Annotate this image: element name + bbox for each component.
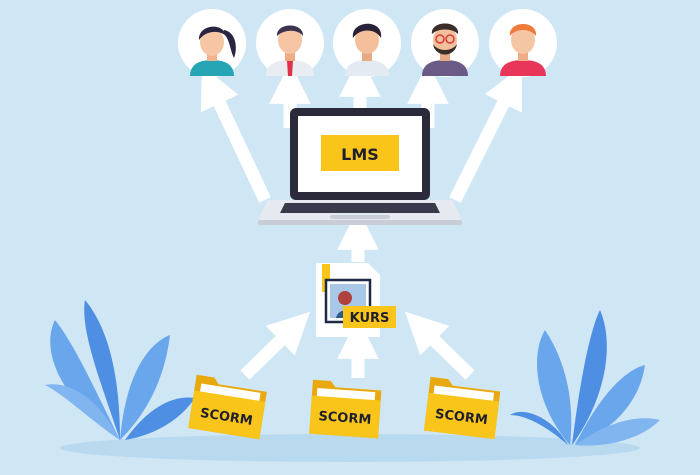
lms-label: LMS: [341, 145, 379, 164]
arrow-folder-1-to-course: [240, 311, 311, 380]
lms-laptop: LMS: [258, 108, 462, 225]
course-badge: [343, 306, 396, 328]
course-document: KURS: [316, 263, 396, 337]
ground-shadow: [60, 434, 640, 462]
scorm-folder-2: SCORM: [309, 379, 382, 439]
learner-5-avatar: [489, 9, 557, 77]
scorm-label: SCORM: [318, 409, 372, 428]
arrow-folder-3-to-course: [404, 311, 475, 380]
arrow-to-learner-5: [449, 66, 522, 203]
learner-1-avatar: [178, 9, 246, 77]
learner-4-avatar: [411, 9, 479, 77]
right-plant-decoration: [510, 310, 660, 446]
scorm-folder-3: SCORM: [423, 376, 501, 440]
arrow-to-learner-1: [200, 65, 271, 203]
left-plant-decoration: [45, 300, 195, 440]
lms-badge: [321, 135, 399, 171]
learner-3-avatar: [333, 9, 401, 77]
scorm-label: SCORM: [434, 407, 488, 428]
course-label: KURS: [350, 311, 390, 326]
learner-2-avatar: [256, 9, 324, 77]
scorm-folder-1: SCORM: [188, 374, 267, 440]
course-image-person: [338, 291, 352, 305]
